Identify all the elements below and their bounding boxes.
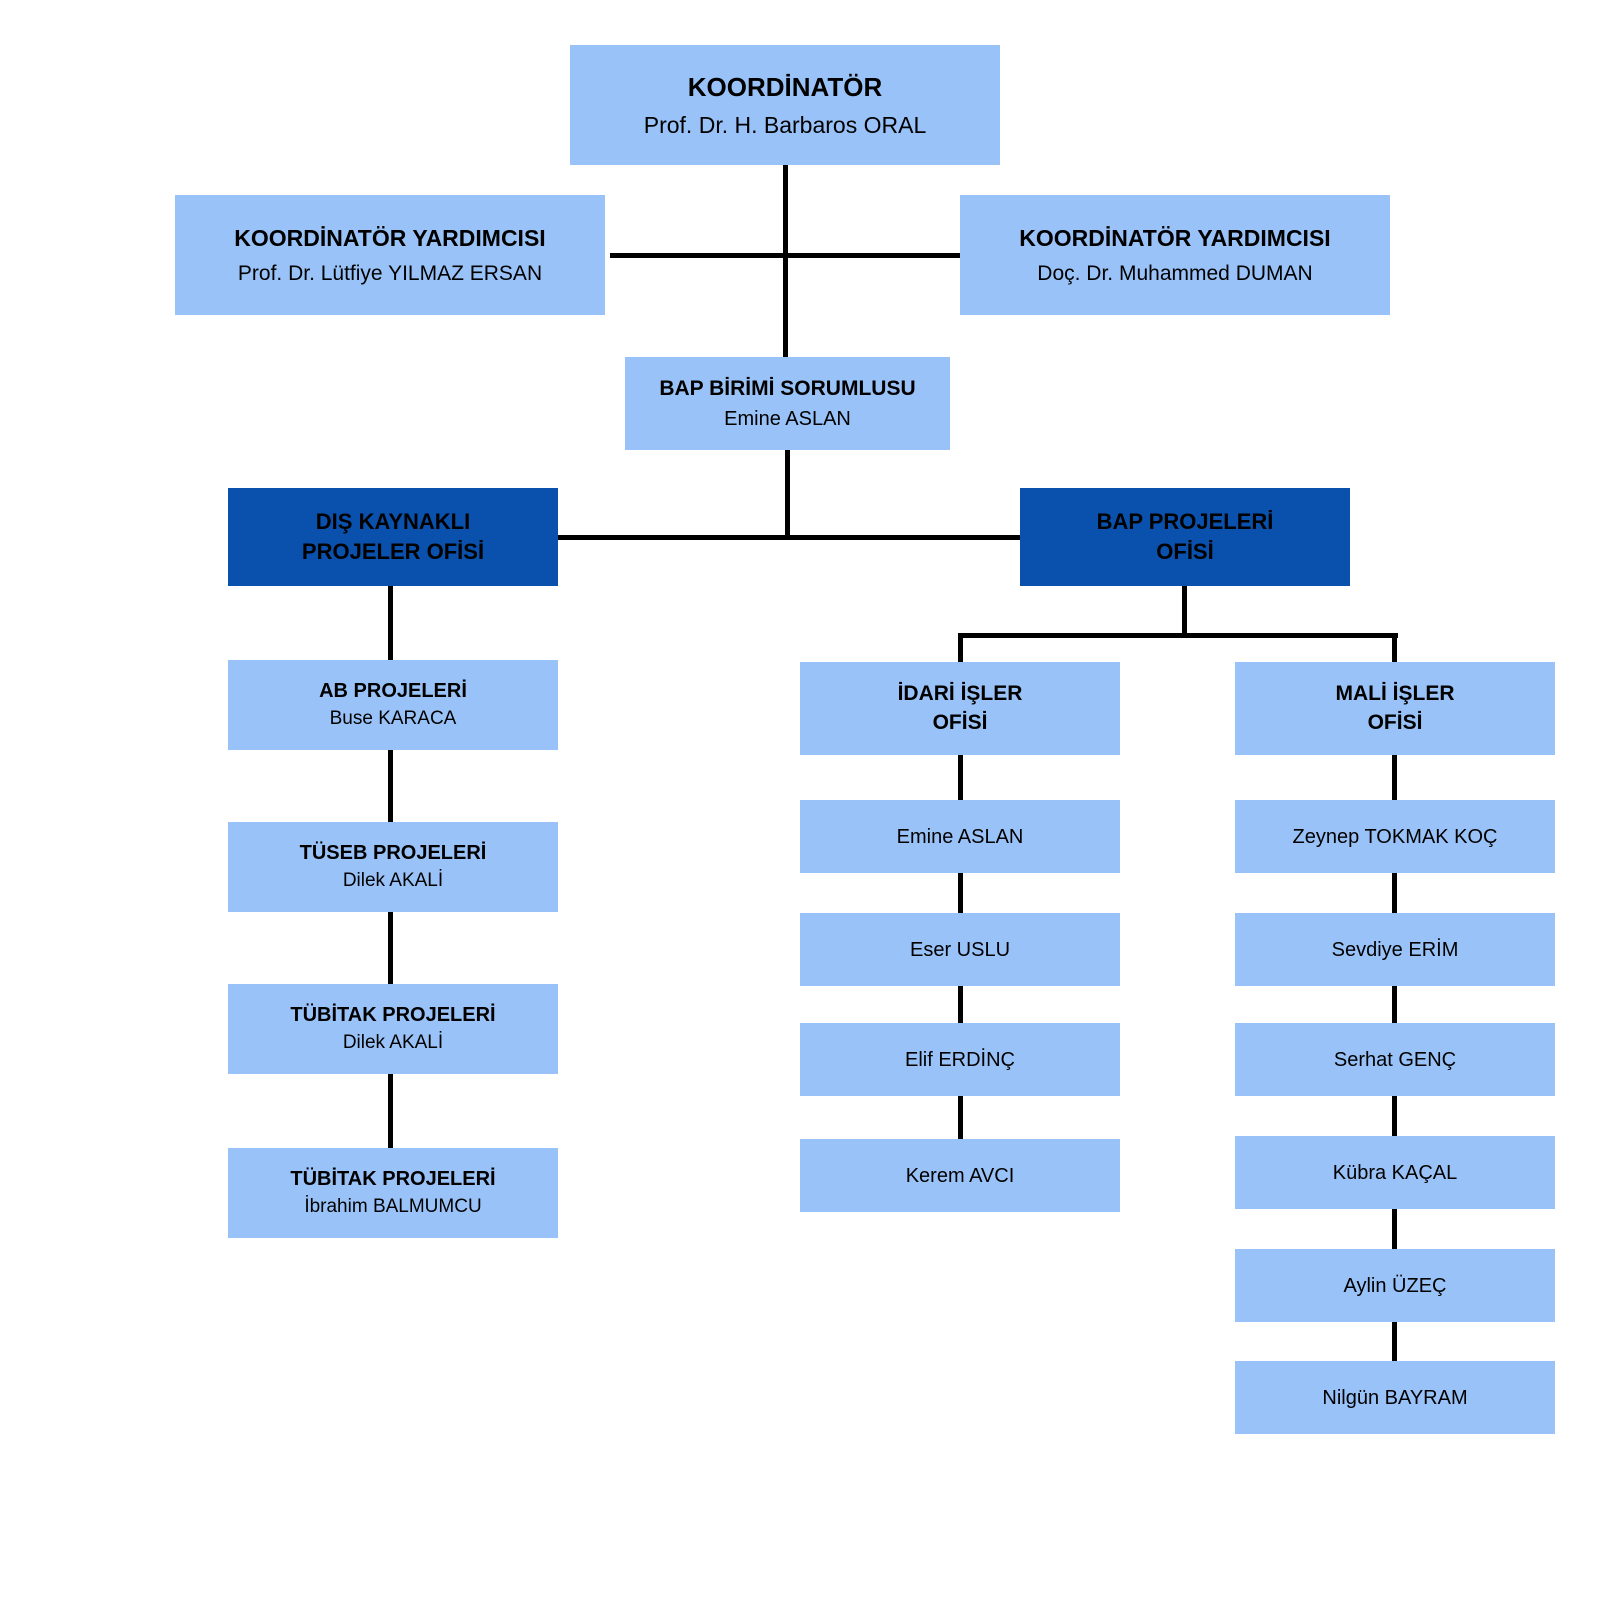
connector-external-stub-4 [388, 1074, 393, 1148]
node-idari-member-1: Emine ASLAN [800, 800, 1120, 873]
node-tubitak-projeleri-2: TÜBİTAK PROJELERİ İbrahim BALMUMCU [228, 1148, 558, 1238]
node-tubitak-projeleri-1: TÜBİTAK PROJELERİ Dilek AKALİ [228, 984, 558, 1074]
connector-mali-stub-1 [1392, 755, 1397, 800]
bap-office-line2: OFİSİ [1156, 539, 1214, 564]
external-office-line1: DIŞ KAYNAKLI [315, 509, 471, 535]
idari-office-line2: OFİSİ [932, 710, 988, 734]
external-office-line2: PROJELER OFİSİ [301, 539, 485, 564]
node-mali-member-1: Zeynep TOKMAK KOÇ [1235, 800, 1555, 873]
connector-idari-drop [958, 633, 963, 662]
idari-member-1-name: Emine ASLAN [896, 825, 1024, 848]
node-mali-isler-ofisi: MALİ İŞLER OFİSİ [1235, 662, 1555, 755]
node-tuseb-projeleri: TÜSEB PROJELERİ Dilek AKALİ [228, 822, 558, 912]
koordinator-title: KOORDİNATÖR [687, 71, 883, 102]
connector-external-stub-2 [388, 750, 393, 822]
idari-member-2-name: Eser USLU [909, 938, 1011, 961]
mali-member-6-name: Nilgün BAYRAM [1322, 1386, 1468, 1409]
connector-idari-stub-3 [958, 986, 963, 1023]
connector-bap-office-down [1182, 586, 1187, 633]
mali-member-3-name: Serhat GENÇ [1333, 1048, 1457, 1071]
node-koordinator: KOORDİNATÖR Prof. Dr. H. Barbaros ORAL [570, 45, 1000, 165]
mali-member-5-name: Aylin ÜZEÇ [1343, 1274, 1447, 1297]
connector-koordinator-down [783, 165, 788, 357]
external-chain-3-title: TÜBİTAK PROJELERİ [290, 1004, 496, 1027]
connector-mali-stub-2 [1392, 873, 1397, 913]
connector-mali-stub-6 [1392, 1322, 1397, 1361]
node-mali-member-5: Aylin ÜZEÇ [1235, 1249, 1555, 1322]
node-ab-projeleri: AB PROJELERİ Buse KARACA [228, 660, 558, 750]
node-idari-member-2: Eser USLU [800, 913, 1120, 986]
node-mali-member-4: Kübra KAÇAL [1235, 1136, 1555, 1209]
node-bap-birimi-sorumlusu: BAP BİRİMİ SORUMLUSU Emine ASLAN [625, 357, 950, 450]
connector-bap-unit-down [785, 450, 790, 540]
connector-idari-stub-1 [958, 755, 963, 800]
node-idari-member-4: Kerem AVCI [800, 1139, 1120, 1212]
external-chain-2-title: TÜSEB PROJELERİ [299, 842, 487, 865]
idari-member-4-name: Kerem AVCI [905, 1164, 1015, 1187]
mali-member-2-name: Sevdiye ERİM [1331, 938, 1459, 961]
deputy-left-title: KOORDİNATÖR YARDIMCISI [234, 224, 546, 251]
node-bap-projeleri-ofisi: BAP PROJELERİ OFİSİ [1020, 488, 1350, 586]
node-koordinator-yardimcisi-left: KOORDİNATÖR YARDIMCISI Prof. Dr. Lütfiye… [175, 195, 605, 315]
external-chain-2-person: Dilek AKALİ [342, 870, 444, 892]
deputy-right-title: KOORDİNATÖR YARDIMCISI [1019, 224, 1331, 251]
external-chain-1-person: Buse KARACA [329, 708, 457, 730]
connector-external-stub-3 [388, 912, 393, 984]
bap-office-line1: BAP PROJELERİ [1096, 509, 1274, 535]
koordinator-person: Prof. Dr. H. Barbaros ORAL [643, 111, 927, 138]
deputy-left-person: Prof. Dr. Lütfiye YILMAZ ERSAN [237, 261, 543, 285]
connector-external-stub-1 [388, 586, 393, 660]
bap-unit-person: Emine ASLAN [724, 407, 851, 430]
connector-mali-stub-5 [1392, 1209, 1397, 1249]
connector-deputies-horizontal [610, 253, 965, 258]
mali-member-1-name: Zeynep TOKMAK KOÇ [1292, 825, 1498, 848]
mali-office-line2: OFİSİ [1367, 710, 1423, 734]
node-koordinator-yardimcisi-right: KOORDİNATÖR YARDIMCISI Doç. Dr. Muhammed… [960, 195, 1390, 315]
connector-bap-office-horizontal [958, 633, 1398, 638]
external-chain-1-title: AB PROJELERİ [319, 680, 467, 703]
node-dis-kaynakli-projeler-ofisi: DIŞ KAYNAKLI PROJELER OFİSİ [228, 488, 558, 586]
connector-mali-drop [1392, 633, 1397, 662]
node-idari-member-3: Elif ERDİNÇ [800, 1023, 1120, 1096]
idari-member-3-name: Elif ERDİNÇ [904, 1048, 1015, 1071]
node-mali-member-2: Sevdiye ERİM [1235, 913, 1555, 986]
connector-mali-stub-4 [1392, 1096, 1397, 1136]
connector-idari-stub-4 [958, 1096, 963, 1139]
node-mali-member-6: Nilgün BAYRAM [1235, 1361, 1555, 1434]
node-idari-isler-ofisi: İDARİ İŞLER OFİSİ [800, 662, 1120, 755]
external-chain-4-title: TÜBİTAK PROJELERİ [290, 1168, 496, 1191]
deputy-right-person: Doç. Dr. Muhammed DUMAN [1037, 261, 1313, 285]
external-chain-3-person: Dilek AKALİ [342, 1032, 444, 1054]
bap-unit-title: BAP BİRİMİ SORUMLUSU [659, 377, 916, 401]
connector-mali-stub-3 [1392, 986, 1397, 1023]
mali-office-line1: MALİ İŞLER [1335, 682, 1455, 706]
connector-idari-stub-2 [958, 873, 963, 913]
node-mali-member-3: Serhat GENÇ [1235, 1023, 1555, 1096]
external-chain-4-person: İbrahim BALMUMCU [304, 1196, 482, 1218]
idari-office-line1: İDARİ İŞLER [897, 682, 1023, 706]
mali-member-4-name: Kübra KAÇAL [1332, 1161, 1458, 1184]
connector-offices-horizontal [558, 535, 1020, 540]
